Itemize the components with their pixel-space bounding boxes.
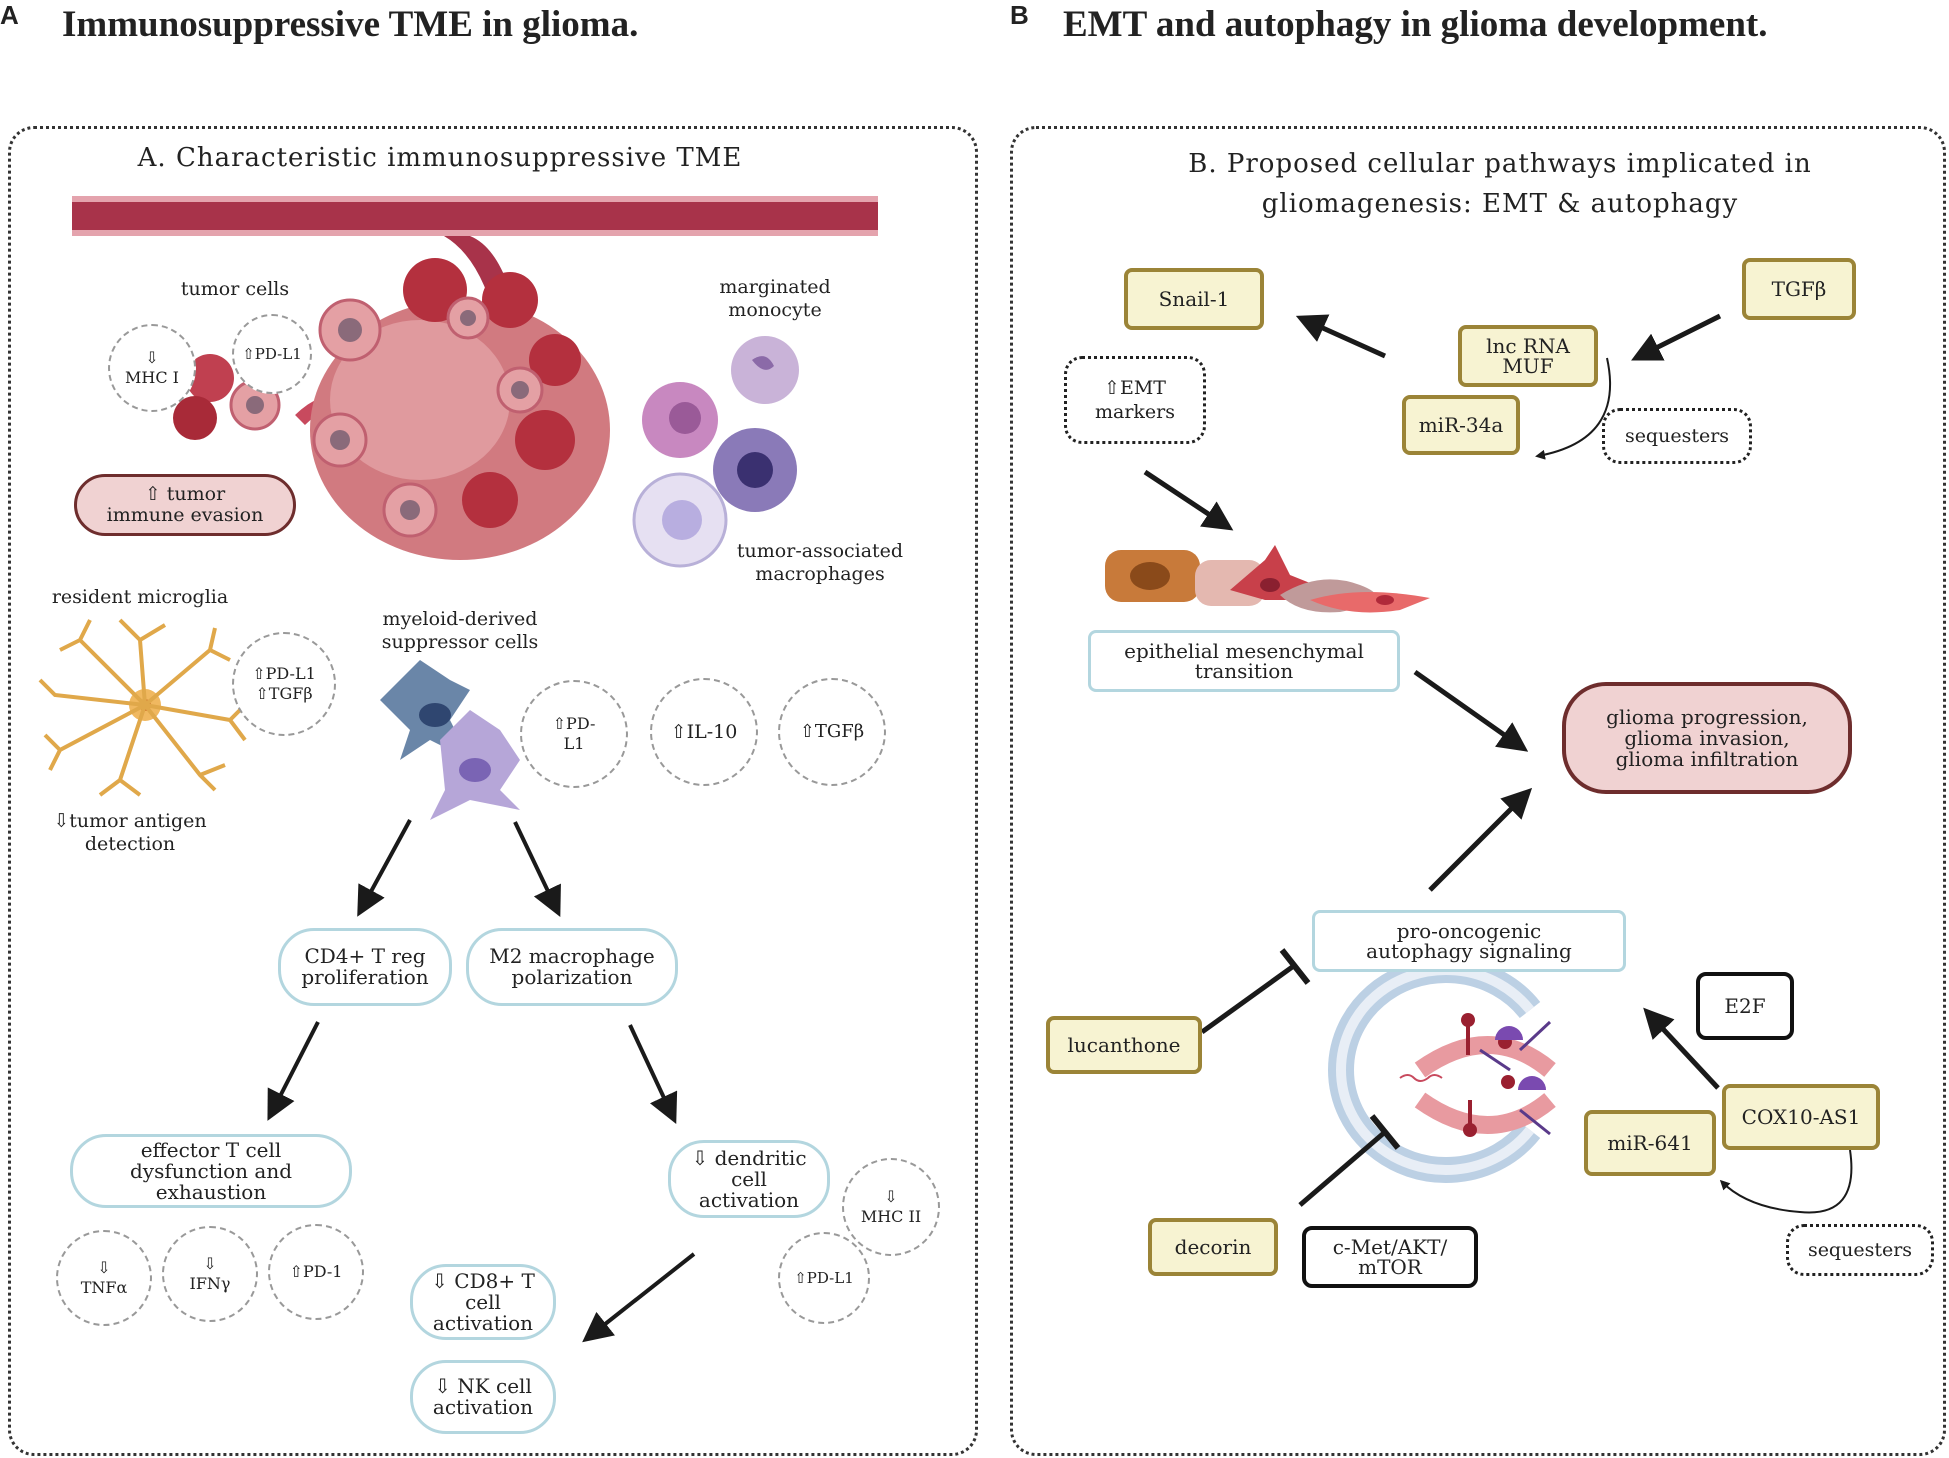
antigen-detection-label: ⇩tumor antigen detection — [53, 810, 207, 855]
glioma-progression-node: glioma progression, glioma invasion, gli… — [1562, 682, 1852, 794]
cox10-as1-node: COX10-AS1 — [1722, 1084, 1880, 1150]
panel-b-heading: EMT and autophagy in glioma development. — [1063, 4, 1768, 45]
mdsc-icon — [380, 660, 520, 820]
panel-a-frame — [8, 126, 978, 1456]
panel-a-heading: Immunosuppressive TME in glioma. — [62, 4, 639, 45]
effector-t-cell-pill: effector T cell dysfunction and exhausti… — [70, 1134, 352, 1208]
treg-proliferation-pill: CD4+ T reg proliferation — [278, 928, 452, 1006]
nk-activation-pill: ⇩ NK cell activation — [410, 1360, 556, 1434]
sequesters-label-bottom: sequesters — [1786, 1224, 1934, 1276]
pdl1-marker-top: ⇧PD-L1 — [232, 314, 312, 394]
tgfb-marker: ⇧TGFβ — [778, 678, 886, 786]
mhc1-marker: ⇩ MHC I — [108, 324, 196, 412]
tgfb-node: TGFβ — [1742, 258, 1856, 320]
marginated-monocyte-label: marginated monocyte — [719, 276, 831, 321]
e2f-node: E2F — [1696, 972, 1794, 1040]
resident-microglia-label: resident microglia — [51, 586, 229, 608]
panel-b-title: B. Proposed cellular pathways implicated… — [1188, 149, 1812, 219]
snail1-node: Snail-1 — [1124, 268, 1264, 330]
pdl1-marker-low: ⇧PD-L1 — [778, 1232, 870, 1324]
panel-a-arrows — [267, 819, 696, 1343]
emt-cells-icon — [1105, 545, 1430, 613]
panel-b-letter: B — [1010, 0, 1029, 30]
sequesters-curves — [1535, 357, 1853, 1214]
emt-node: epithelial mesenchymal transition — [1088, 630, 1400, 692]
cd8-activation-pill: ⇩ CD8+ T cell activation — [410, 1264, 556, 1340]
panel-a-title: A. Characteristic immunosuppressive TME — [137, 143, 743, 173]
decorin-node: decorin — [1148, 1218, 1278, 1276]
panel-b-arrows — [1143, 313, 1722, 1207]
lucanthone-node: lucanthone — [1046, 1016, 1202, 1074]
pd1-marker: ⇧PD-1 — [268, 1224, 364, 1320]
mir34a-node: miR-34a — [1402, 395, 1520, 455]
tnfa-marker: ⇩ TNFα — [56, 1230, 152, 1326]
tumor-mass-icon — [173, 258, 610, 560]
mdsc-pdl1-marker: ⇧PD- L1 — [520, 680, 628, 788]
panel-a-letter: A — [0, 0, 19, 30]
dendritic-activation-pill: ⇩ dendritic cell activation — [668, 1140, 830, 1218]
panel-b-frame — [1010, 126, 1946, 1456]
cmet-akt-mtor-node: c-Met/AKT/ mTOR — [1302, 1226, 1478, 1288]
mdsc-label: myeloid-derived suppressor cells — [381, 608, 539, 653]
autophagy-signaling-node: pro-oncogenic autophagy signaling — [1312, 910, 1626, 972]
il10-marker: ⇧IL-10 — [650, 678, 758, 786]
mhc2-marker: ⇩ MHC II — [842, 1158, 940, 1256]
tams-label: tumor-associated macrophages — [736, 540, 904, 585]
ifng-marker: ⇩ IFNγ — [162, 1226, 258, 1322]
tumor-immune-evasion-pill: ⇧ tumor immune evasion — [74, 474, 296, 536]
sequesters-label-top: sequesters — [1602, 408, 1752, 464]
emt-markers-box: ⇧EMT markers — [1064, 356, 1206, 444]
tumor-cells-label: tumor cells — [180, 278, 290, 300]
macrophage-cluster-icon — [632, 336, 799, 568]
lnc-rna-muf-node: lnc RNA MUF — [1458, 325, 1598, 387]
microglia-icon — [38, 618, 247, 797]
microglia-markers: ⇧PD-L1 ⇧TGFβ — [232, 632, 336, 736]
mir641-node: miR-641 — [1584, 1110, 1716, 1176]
m2-polarization-pill: M2 macrophage polarization — [466, 928, 678, 1006]
